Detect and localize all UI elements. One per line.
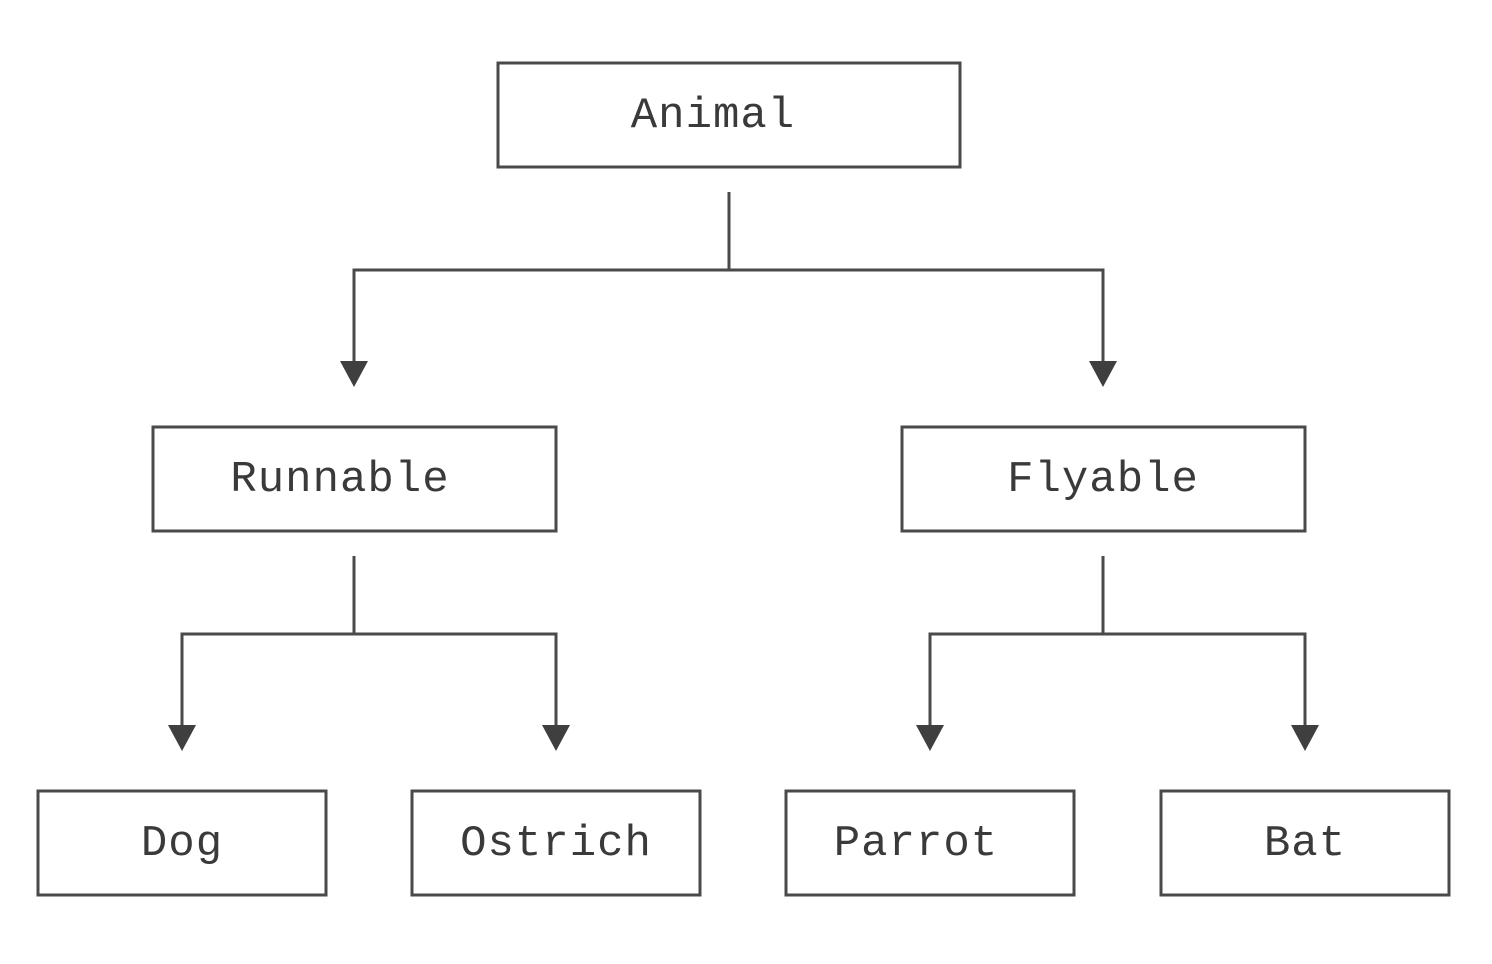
arrow-flyable-bat: [1291, 725, 1319, 751]
node-label-flyable: Flyable: [1007, 455, 1199, 505]
node-box-bat: [1159, 789, 1451, 897]
edge-group-animal: [340, 192, 1117, 387]
node-ostrich: Ostrich: [410, 789, 702, 897]
node-label-animal: Animal: [631, 91, 795, 141]
edge-flyable-parrot: [928, 556, 1105, 729]
node-dog: Dog: [36, 789, 328, 897]
node-box-parrot: [784, 789, 1076, 897]
arrow-runnable-ostrich: [542, 725, 570, 751]
node-label-dog: Dog: [141, 819, 223, 869]
node-box-dog: [36, 789, 328, 897]
edge-animal-flyable: [729, 268, 1105, 365]
node-label-ostrich: Ostrich: [460, 819, 652, 869]
arrow-animal-runnable: [340, 361, 368, 387]
edge-group-flyable: [916, 556, 1319, 751]
edge-flyable-bat: [1103, 632, 1307, 729]
node-box-animal: [496, 61, 962, 169]
edge-group-runnable: [168, 556, 570, 751]
edge-runnable-dog: [180, 556, 356, 729]
node-box-flyable: [900, 425, 1307, 533]
node-animal: Animal: [496, 61, 962, 169]
node-label-runnable: Runnable: [230, 455, 449, 505]
arrow-runnable-dog: [168, 725, 196, 751]
node-runnable: Runnable: [151, 425, 558, 533]
node-box-ostrich: [410, 789, 702, 897]
node-bat: Bat: [1159, 789, 1451, 897]
node-flyable: Flyable: [900, 425, 1307, 533]
arrow-animal-flyable: [1089, 361, 1117, 387]
node-parrot: Parrot: [784, 789, 1076, 897]
node-label-bat: Bat: [1264, 819, 1346, 869]
node-label-parrot: Parrot: [834, 819, 998, 869]
edge-animal-runnable: [352, 192, 731, 365]
edge-runnable-ostrich: [354, 632, 558, 729]
arrow-flyable-parrot: [916, 725, 944, 751]
node-box-runnable: [151, 425, 558, 533]
